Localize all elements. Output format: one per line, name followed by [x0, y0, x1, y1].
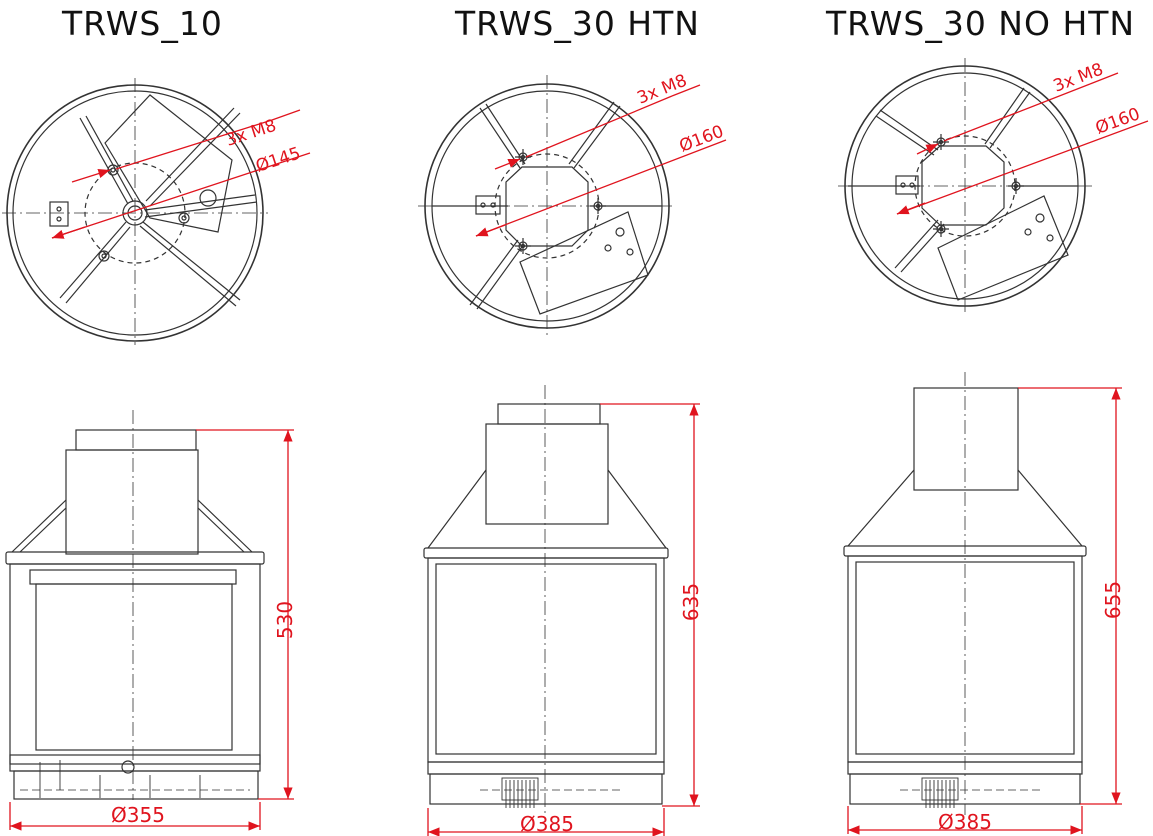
- top-view-trws30-htn: [418, 75, 676, 335]
- bolt-label-trws30-no-htn: 3x M8: [1051, 59, 1106, 96]
- top-view-trws10: [2, 78, 268, 345]
- height-label-trws10: 530: [273, 601, 297, 639]
- side-view-trws10: [5, 410, 265, 800]
- side-dims-trws30-htn: [427, 403, 700, 836]
- side-dims-trws30-no-htn: [847, 387, 1122, 835]
- top-dims-trws30-htn: [475, 84, 727, 237]
- diameter-label-trws30-no-htn: Ø385: [938, 810, 992, 834]
- top-dims-trws30-no-htn: [896, 72, 1149, 215]
- top-dims-trws10: [51, 109, 311, 239]
- height-label-trws30-htn: 635: [679, 583, 703, 621]
- diameter-label-trws30-htn: Ø385: [520, 812, 574, 836]
- circle-label-trws30-no-htn: Ø160: [1093, 104, 1143, 138]
- diameter-label-trws10: Ø355: [111, 803, 165, 827]
- side-dims-trws10: [9, 429, 294, 831]
- model-title-trws30-htn: TRWS_30 HTN: [455, 4, 700, 43]
- model-title-trws30-no-htn: TRWS_30 NO HTN: [826, 4, 1136, 43]
- model-title-trws10: TRWS_10: [62, 4, 223, 43]
- height-label-trws30-no-htn: 655: [1101, 581, 1125, 619]
- circle-label-trws10: Ø145: [253, 144, 303, 177]
- top-view-trws30-no-htn: [838, 58, 1092, 312]
- circle-label-trws30-htn: Ø160: [677, 122, 727, 157]
- side-view-trws30-no-htn: [843, 372, 1087, 815]
- bolt-label-trws30-htn: 3x M8: [634, 71, 689, 109]
- side-view-trws30-htn: [423, 385, 669, 815]
